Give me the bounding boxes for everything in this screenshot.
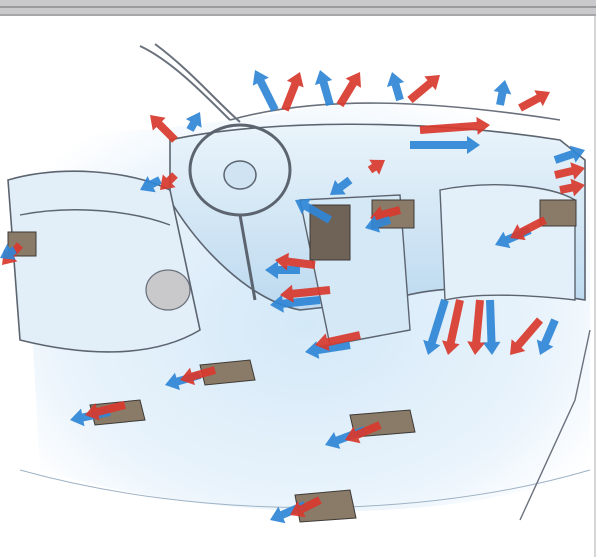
warm-air-arrow-icon: [518, 90, 550, 111]
cool-air-arrow-icon: [315, 70, 334, 106]
steering-hub: [224, 161, 256, 189]
door-panel: [8, 171, 200, 352]
warm-air-arrow-icon: [407, 75, 440, 103]
door-speaker: [146, 270, 190, 310]
cool-air-arrow-icon: [253, 70, 279, 112]
cool-air-arrow-icon: [387, 72, 404, 101]
a-pillar: [140, 44, 240, 122]
warm-air-arrow-icon: [281, 72, 303, 112]
warm-air-arrow-icon: [337, 72, 361, 107]
cool-air-arrow-icon: [494, 80, 512, 106]
